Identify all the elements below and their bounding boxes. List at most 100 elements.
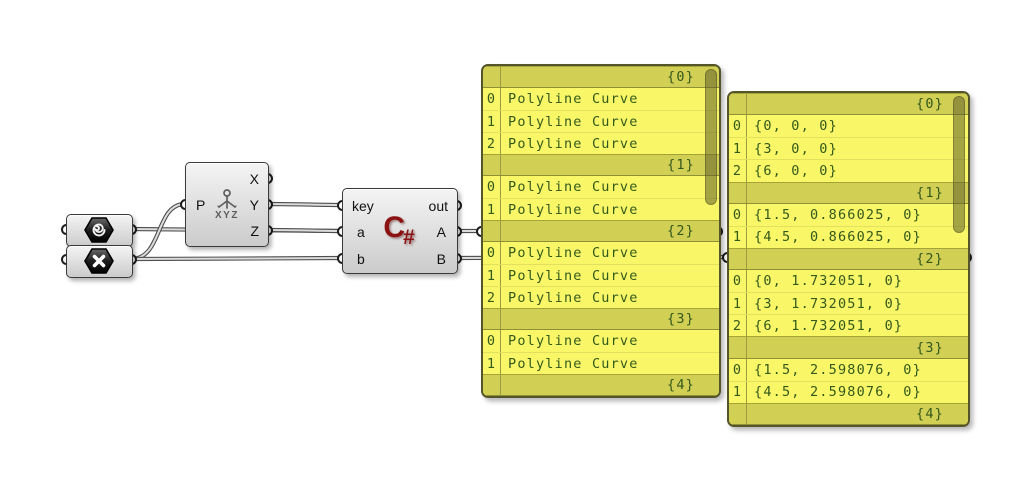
item-value: {6, 1.732051, 0} xyxy=(754,317,904,334)
item-value: {1.5, 2.598076, 0} xyxy=(754,361,922,378)
item-value: {4.5, 2.598076, 0} xyxy=(754,384,922,401)
output-label-A: A xyxy=(436,224,446,240)
branch-path-label: {1} xyxy=(667,157,695,173)
panel-item-row: 2 {6, 1.732051, 0} xyxy=(729,314,968,337)
item-value: Polyline Curve xyxy=(508,113,639,130)
branch-path-label: {3} xyxy=(667,311,695,327)
panel-item-row: 0 Polyline Curve xyxy=(483,242,719,264)
panel-item-index: 1 xyxy=(483,111,501,132)
item-value: {4.5, 0.866025, 0} xyxy=(754,229,922,246)
x-mark-icon xyxy=(84,248,114,274)
svg-text:XYZ: XYZ xyxy=(215,210,239,221)
output-label-B: B xyxy=(436,251,446,267)
input-label-key: key xyxy=(352,198,374,214)
panel-branch-header-row: {4} xyxy=(483,374,719,396)
panel-item-row: 0 {0, 0, 0} xyxy=(729,115,968,138)
panel-item-index xyxy=(483,67,501,87)
curve-spiral-icon xyxy=(84,217,114,243)
panel-item-row: 2 {6, 0, 0} xyxy=(729,159,968,182)
panel-item-index xyxy=(729,403,747,424)
panel-item-index xyxy=(729,248,747,270)
wire-xparam-to-b[interactable] xyxy=(128,255,345,262)
panel-item-index: 1 xyxy=(729,381,747,403)
input-label-p: P xyxy=(196,197,206,213)
panel-item-index: 0 xyxy=(483,330,501,352)
output-label-z: Z xyxy=(250,223,259,239)
panel-item-index: 0 xyxy=(729,115,747,138)
panel-item-index xyxy=(483,221,501,241)
panel-item-index: 1 xyxy=(483,199,501,220)
data-panel-points[interactable]: {0}0{0, 0, 0}1{3, 0, 0}2{6, 0, 0}{1}0{1.… xyxy=(727,91,970,427)
panel-branch-header-row: {2} xyxy=(483,220,719,242)
panel-item-index xyxy=(483,155,501,175)
panel-item-index: 2 xyxy=(729,160,747,182)
branch-path-label: {0} xyxy=(667,69,695,85)
panel-item-row: 1{3, 1.732051, 0} xyxy=(729,292,968,315)
item-value: {0, 0, 0} xyxy=(754,118,838,135)
panel-item-index: 0 xyxy=(729,270,747,293)
item-value: Polyline Curve xyxy=(508,135,639,152)
panel-b-scrollbar[interactable] xyxy=(953,96,965,233)
csharp-script-component[interactable]: C# key a b out A B xyxy=(342,188,458,274)
panel-item-index: 2 xyxy=(729,315,747,337)
item-value: Polyline Curve xyxy=(508,289,639,306)
panel-item-row: 0 {0, 1.732051, 0} xyxy=(729,270,968,293)
panel-branch-header-row: {3} xyxy=(483,308,719,330)
panel-item-row: 0 {1.5, 2.598076, 0} xyxy=(729,358,968,381)
input-label-a: a xyxy=(357,224,365,240)
panel-branch-header-row: {1} xyxy=(483,154,719,176)
deconstruct-point-component[interactable]: P X Y Z XYZ xyxy=(185,162,269,247)
deconstruct-xyz-icon: XYZ xyxy=(215,189,239,221)
panel-item-index: 1 xyxy=(729,293,747,315)
panel-item-index: 0 xyxy=(483,88,501,110)
panel-branch-header-row: {0} xyxy=(729,93,968,116)
param-x-component[interactable] xyxy=(66,245,133,278)
branch-path-label: {2} xyxy=(916,250,944,267)
panel-item-index: 0 xyxy=(729,358,747,381)
panel-branch-header-row: {2} xyxy=(729,247,968,271)
item-value: Polyline Curve xyxy=(508,333,639,349)
output-label-out: out xyxy=(428,198,448,214)
panel-item-row: 2 Polyline Curve xyxy=(483,286,719,308)
branch-path-label: {0} xyxy=(916,96,944,113)
panel-item-index: 1 xyxy=(729,138,747,160)
item-value: Polyline Curve xyxy=(508,179,639,195)
panel-branch-header-row: {1} xyxy=(729,181,968,204)
panel-branch-header-row: {3} xyxy=(729,336,968,359)
item-value: {3, 0, 0} xyxy=(754,140,838,157)
panel-item-row: 1 {3, 0, 0} xyxy=(729,137,968,160)
panel-item-row: 0 Polyline Curve xyxy=(483,330,719,352)
item-value: {0, 1.732051, 0} xyxy=(754,273,904,290)
item-value: Polyline Curve xyxy=(508,267,639,284)
panel-item-index: 0 xyxy=(729,203,747,226)
panel-item-index xyxy=(729,94,747,115)
param-curve-component[interactable] xyxy=(66,214,133,247)
item-value: {6, 0, 0} xyxy=(754,162,838,179)
csharp-logo-icon: C# xyxy=(383,211,415,249)
wire-z-to-a[interactable] xyxy=(264,227,345,234)
branch-path-label: {2} xyxy=(667,223,695,239)
output-label-x: X xyxy=(249,171,259,187)
panel-item-index: 0 xyxy=(483,242,501,264)
branch-path-label: {3} xyxy=(916,339,944,356)
panel-a-scrollbar[interactable] xyxy=(705,69,717,205)
branch-path-label: {4} xyxy=(916,405,944,422)
wire-y-to-key[interactable] xyxy=(264,201,345,208)
item-value: Polyline Curve xyxy=(508,245,639,261)
panel-item-index xyxy=(729,337,747,358)
panel-item-index: 2 xyxy=(483,287,501,308)
panel-branch-header-row: {4} xyxy=(729,402,968,425)
output-label-y: Y xyxy=(249,197,259,213)
item-value: Polyline Curve xyxy=(508,201,639,218)
panel-item-index: 1 xyxy=(729,226,747,248)
item-value: {1.5, 0.866025, 0} xyxy=(754,206,922,223)
panel-item-index xyxy=(729,182,747,203)
panel-item-row: 1 {4.5, 2.598076, 0} xyxy=(729,380,968,403)
